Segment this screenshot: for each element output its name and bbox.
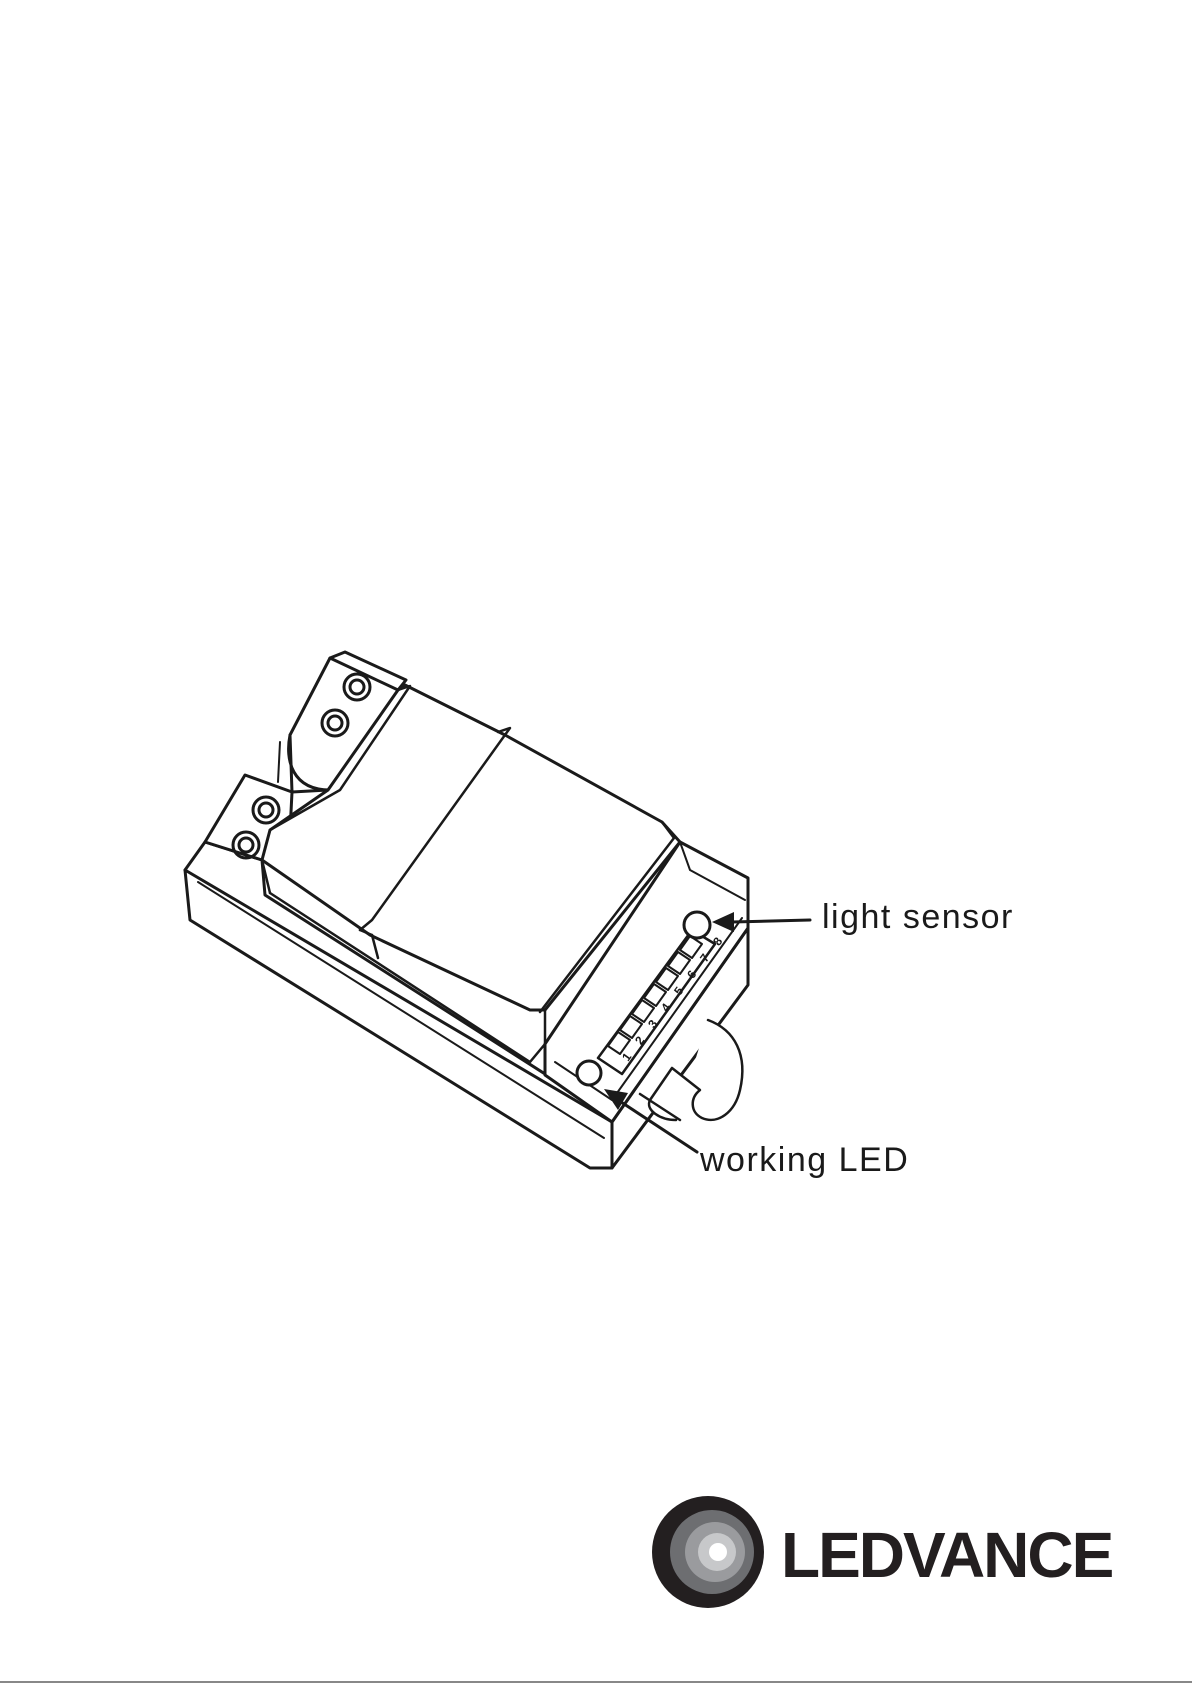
light-sensor-label: light sensor (822, 898, 1014, 937)
light-sensor-leader (732, 920, 810, 922)
light-sensor-window (684, 912, 710, 938)
ledvance-logo-mark (652, 1496, 764, 1608)
ledvance-logo-wordmark: LEDVANCE (781, 1518, 1112, 1592)
working-led-label: working LED (700, 1141, 909, 1180)
page-bottom-rule (0, 1681, 1192, 1683)
working-led (577, 1061, 601, 1085)
